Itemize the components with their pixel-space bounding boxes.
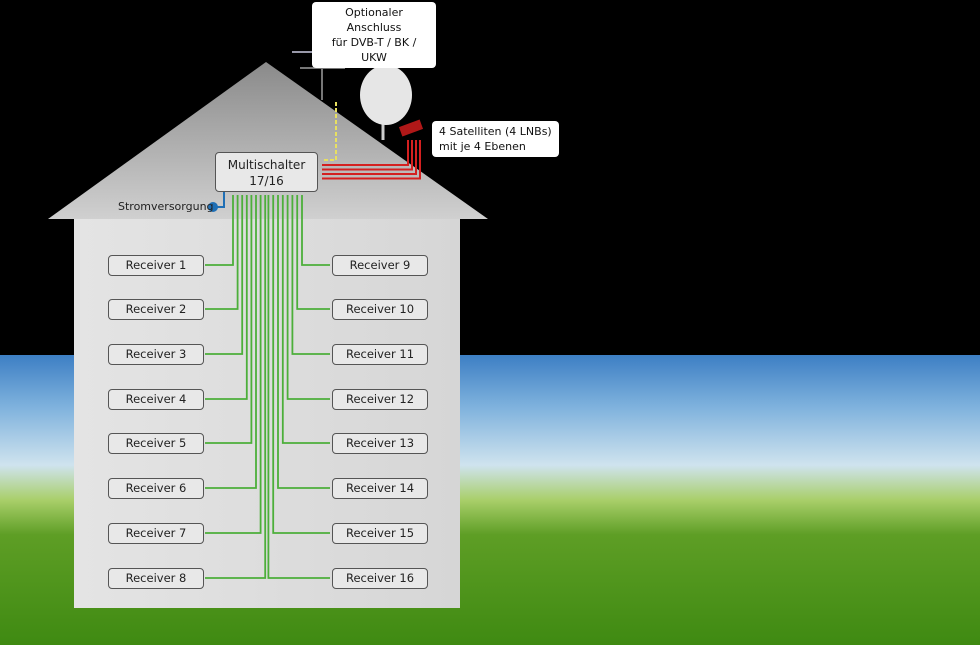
receiver-box: Receiver 16	[332, 568, 428, 589]
satellite-cable	[322, 140, 417, 175]
receiver-box: Receiver 1	[108, 255, 204, 276]
receiver-box: Receiver 2	[108, 299, 204, 320]
receiver-box: Receiver 3	[108, 344, 204, 365]
receiver-cable	[277, 195, 330, 489]
receiver-cable	[205, 195, 262, 534]
power-connector-icon	[208, 202, 218, 212]
note-line: mit je 4 Ebenen	[439, 140, 526, 153]
power-label: Stromversorgung	[118, 200, 214, 213]
receiver-box: Receiver 15	[332, 523, 428, 544]
satellite-cable	[322, 140, 413, 171]
multiswitch-type: 17/16	[249, 174, 284, 188]
note-line: 4 Satelliten (4 LNBs)	[439, 125, 552, 138]
receiver-box: Receiver 10	[332, 299, 428, 320]
receiver-box: Receiver 7	[108, 523, 204, 544]
receiver-box: Receiver 8	[108, 568, 204, 589]
satellite-cable	[322, 140, 409, 166]
receiver-cable	[205, 195, 244, 355]
note-line: für DVB-T / BK / UKW	[331, 36, 417, 64]
multiswitch-label: Multischalter	[227, 158, 306, 172]
receiver-cable	[205, 195, 267, 579]
receiver-box: Receiver 14	[332, 478, 428, 499]
receiver-cable	[286, 195, 330, 400]
satellite-cable	[322, 140, 421, 180]
satellite-dish-icon	[360, 65, 424, 140]
receiver-box: Receiver 11	[332, 344, 428, 365]
receiver-box: Receiver 13	[332, 433, 428, 454]
receiver-box: Receiver 5	[108, 433, 204, 454]
terrestrial-cable	[322, 102, 337, 161]
receiver-cable	[267, 195, 330, 579]
optional-connection-note: Optionaler Anschluss für DVB-T / BK / UK…	[312, 2, 436, 68]
receiver-cable	[301, 195, 330, 266]
receiver-cables	[205, 195, 330, 579]
receiver-cable	[205, 195, 253, 444]
receiver-box: Receiver 4	[108, 389, 204, 410]
house-roof	[48, 62, 488, 219]
receiver-cable	[272, 195, 330, 534]
receiver-box: Receiver 12	[332, 389, 428, 410]
receiver-cable	[205, 195, 257, 489]
receiver-box: Receiver 6	[108, 478, 204, 499]
receiver-cable	[205, 195, 248, 400]
receiver-cable	[291, 195, 330, 355]
receiver-cable	[205, 195, 239, 310]
satellite-cables	[322, 140, 421, 180]
receiver-cable	[296, 195, 330, 310]
receiver-cable	[205, 195, 234, 266]
receiver-cable	[281, 195, 330, 444]
note-line: Optionaler Anschluss	[345, 6, 403, 34]
multiswitch-box: Multischalter 17/16	[215, 152, 318, 192]
receiver-box: Receiver 9	[332, 255, 428, 276]
satellites-note: 4 Satelliten (4 LNBs) mit je 4 Ebenen	[432, 121, 559, 157]
